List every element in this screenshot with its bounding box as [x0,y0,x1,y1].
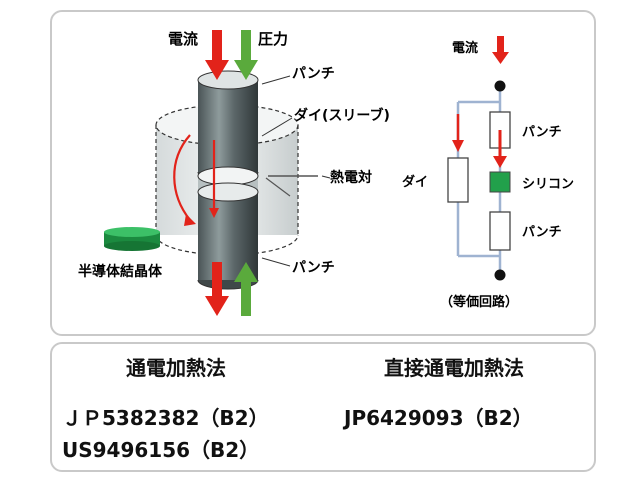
lower-punch [197,182,259,290]
heading-direct-electric-heating: 直接通電加熱法 [384,356,524,380]
label-pressure: 圧力 [258,30,288,48]
current-path-arrows [173,134,219,226]
circuit-label-current: 電流 [452,40,478,56]
equivalent-circuit: 電流 パンチ ダイ シリコン パンチ （等価回路） [402,36,574,310]
pressure-arrow-bottom [234,262,258,316]
label-punch-top: パンチ [292,66,335,82]
circuit-current-arrow-die [452,114,464,152]
pressure-arrow-top [234,30,258,80]
circuit-label-punch-top: パンチ [522,125,562,140]
label-punch-bottom: パンチ [292,260,335,276]
current-arrow-bottom [205,262,229,316]
patent-number: US9496156（B2） [62,438,260,462]
circuit-caption: （等価回路） [440,294,518,310]
element-silicon [489,171,511,193]
label-current-top: 電流 [168,30,198,48]
resistor-die [447,157,469,203]
patent-number: ＪＰ5382382（B2） [62,406,269,430]
current-arrow-top [205,30,229,80]
label-thermocouple: 熱電対 [330,169,372,186]
circuit-label-punch-bottom: パンチ [522,225,562,240]
thermocouple-probe [265,175,318,197]
resistor-punch-bottom [489,211,511,251]
label-semiconductor-crystal: 半導体結晶体 [78,263,163,280]
label-die-sleeve: ダイ(スリーブ) [294,107,390,124]
circuit-current-arrow-top [492,36,509,64]
circuit-current-arrow-silicon [493,130,507,168]
circuit-label-die: ダイ [402,174,428,190]
leader-lines [261,75,331,267]
upper-punch [197,70,259,182]
heading-electric-heating: 通電加熱法 [126,356,226,380]
circuit-terminal-top [494,80,506,92]
patent-number: JP6429093（B2） [344,406,533,430]
patent-panel [50,342,596,472]
circuit-terminal-bottom [494,269,506,281]
circuit-label-silicon: シリコン [522,177,574,192]
semiconductor-crystal-disc [104,227,160,251]
